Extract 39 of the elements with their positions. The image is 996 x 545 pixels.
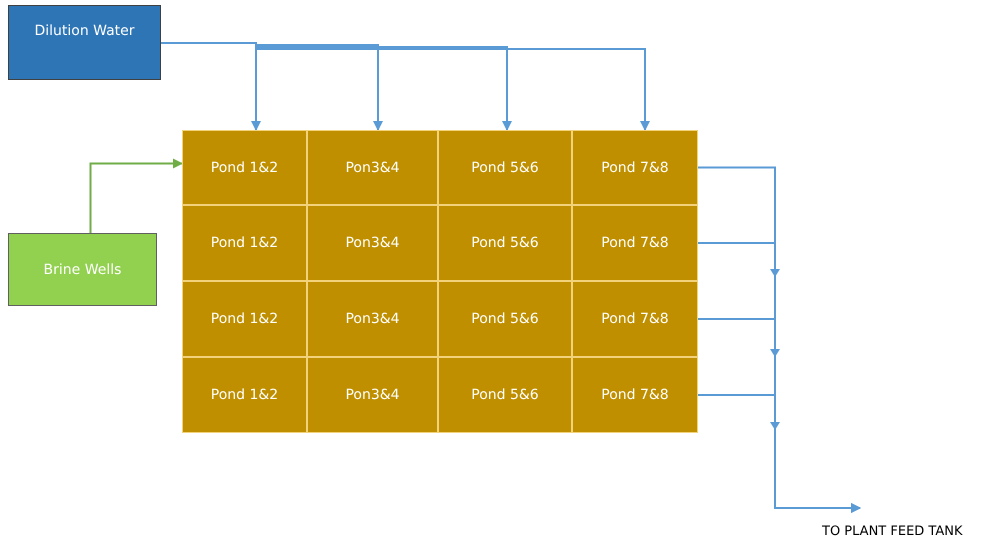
node-label: Pon3&4 [345,387,400,403]
node-label: Pond 1&2 [210,235,278,251]
pond-box [572,281,698,357]
pond-box [438,205,572,281]
node-label: Pond 1&2 [210,160,278,176]
node-label: Pond 7&8 [601,160,669,176]
pond-box [438,357,572,433]
pond-box [182,130,307,205]
node-label: Pond 5&6 [471,160,539,176]
flow-arrow [90,158,183,233]
pond-box [182,281,307,357]
flow-arrow [698,394,861,513]
pond-box [307,357,438,433]
node-label: Pond 7&8 [601,235,669,251]
node-label: Dilution Water [34,23,135,39]
node-label: Pond 7&8 [601,311,669,327]
node-label: Pond 5&6 [471,235,539,251]
pond-box [307,281,438,357]
pond-box [438,130,572,205]
pond-box [182,205,307,281]
pond-box [572,205,698,281]
pond-box [307,205,438,281]
node-label: Pond 7&8 [601,387,669,403]
source-box [8,233,157,306]
pond-box [307,130,438,205]
node-label: Pon3&4 [345,235,400,251]
node-label: Pond 1&2 [210,387,278,403]
pond-box [572,357,698,433]
node-label: Brine Wells [44,262,122,278]
node-label: Pon3&4 [345,311,400,327]
destination-label: TO PLANT FEED TANK [822,524,962,539]
source-box [8,5,161,80]
node-label: Pon3&4 [345,160,400,176]
node-label: Pond 1&2 [210,311,278,327]
pond-box [572,130,698,205]
pond-box [182,357,307,433]
node-label: Pond 5&6 [471,311,539,327]
pond-box [438,281,572,357]
node-label: Pond 5&6 [471,387,539,403]
